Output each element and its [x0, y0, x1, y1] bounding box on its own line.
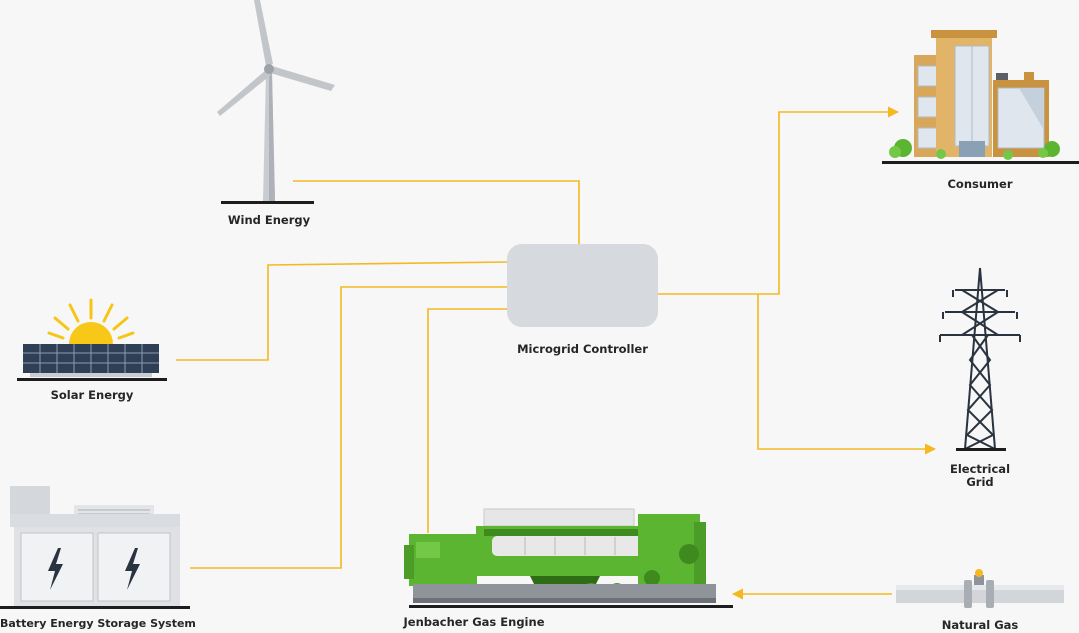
building-icon [882, 30, 1079, 164]
engine-to-controller-line [427, 308, 508, 533]
electrical-grid-label: Electrical Grid [930, 463, 1030, 489]
pylon-icon [939, 267, 1021, 450]
battery-storage-icon [0, 486, 190, 609]
microgrid-controller-box [507, 244, 658, 327]
electrical-grid-label-line2: Grid [966, 475, 994, 489]
solar-panel-icon [17, 298, 167, 381]
electrical-grid-label-line1: Electrical [949, 462, 1011, 476]
battery-storage-label: Battery Energy Storage System [0, 617, 196, 630]
gas-engine-icon [404, 508, 733, 608]
pylon-ground [956, 448, 1006, 451]
consumer-label: Consumer [947, 177, 1013, 191]
microgrid-controller-label: Microgrid Controller [517, 342, 648, 356]
solar-to-controller-line [176, 261, 509, 361]
battery-to-controller-line [190, 286, 508, 569]
controller-to-consumer-line [658, 106, 900, 295]
natural-gas-label: Natural Gas [941, 618, 1019, 632]
wind-turbine-icon [217, 0, 335, 204]
connector-lines [176, 106, 937, 600]
controller-to-grid-line [757, 294, 937, 455]
wind-to-controller-line [293, 180, 580, 244]
gas-engine-label: Jenbacher Gas Engine [403, 615, 545, 629]
solar-energy-label: Solar Energy [50, 388, 134, 402]
gas-pipe-icon [896, 569, 1064, 608]
wind-energy-label: Wind Energy [227, 213, 311, 227]
